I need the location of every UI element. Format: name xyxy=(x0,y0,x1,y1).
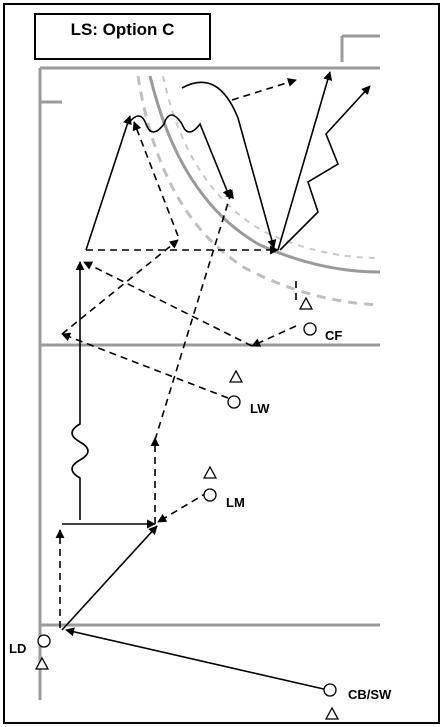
run-top-curve xyxy=(181,81,277,249)
player-label-cf: CF xyxy=(325,328,342,343)
title-box: LS: Option C xyxy=(34,13,211,60)
player-label-ld: LD xyxy=(9,641,26,656)
pass-left-to-top xyxy=(61,239,179,335)
diagram-title: LS: Option C xyxy=(70,20,175,39)
player-cbsw: CB/SW xyxy=(323,683,392,720)
outer-frame xyxy=(3,3,440,724)
pass-box-down xyxy=(132,121,179,237)
player-label-cbsw: CB/SW xyxy=(348,687,392,702)
pass-cf-to-mid xyxy=(251,325,297,347)
pass-top-right xyxy=(231,78,297,101)
defender-triangle xyxy=(228,369,244,383)
player-ld: LD xyxy=(9,634,51,670)
player-circle xyxy=(37,634,51,648)
defender-triangle xyxy=(298,296,314,310)
pass-lw-to-top xyxy=(61,332,229,399)
solid-runs xyxy=(61,71,371,691)
arc-dashed-inner xyxy=(162,75,381,259)
run-ld-to-lm xyxy=(61,525,158,631)
player-cf: CF xyxy=(298,296,342,343)
defender-triangle xyxy=(324,706,340,720)
player-lm: LM xyxy=(202,465,245,510)
defender-triangle xyxy=(34,656,50,670)
player-circle xyxy=(203,488,217,502)
arc-dashed xyxy=(136,75,381,307)
dashed-runs xyxy=(55,78,297,628)
arc-solid xyxy=(148,75,381,274)
player-circle xyxy=(323,683,337,697)
dribble-left-wing xyxy=(71,261,89,520)
run-to-far-post xyxy=(277,71,333,251)
player-circle xyxy=(303,322,317,336)
player-label-lm: LM xyxy=(226,495,245,510)
pass-cb-to-ld xyxy=(65,627,329,691)
dribble-top xyxy=(127,114,232,199)
player-lw: LW xyxy=(227,369,270,416)
pass-to-box xyxy=(154,189,234,441)
dribble-right xyxy=(279,85,371,251)
field-lines xyxy=(38,34,381,700)
pass-mid-to-left xyxy=(83,261,253,347)
defender-triangle xyxy=(202,465,218,479)
player-circle xyxy=(227,395,241,409)
pass-lm-to-left xyxy=(157,491,209,523)
player-label-lw: LW xyxy=(250,401,270,416)
run-up-to-attack xyxy=(85,115,132,251)
